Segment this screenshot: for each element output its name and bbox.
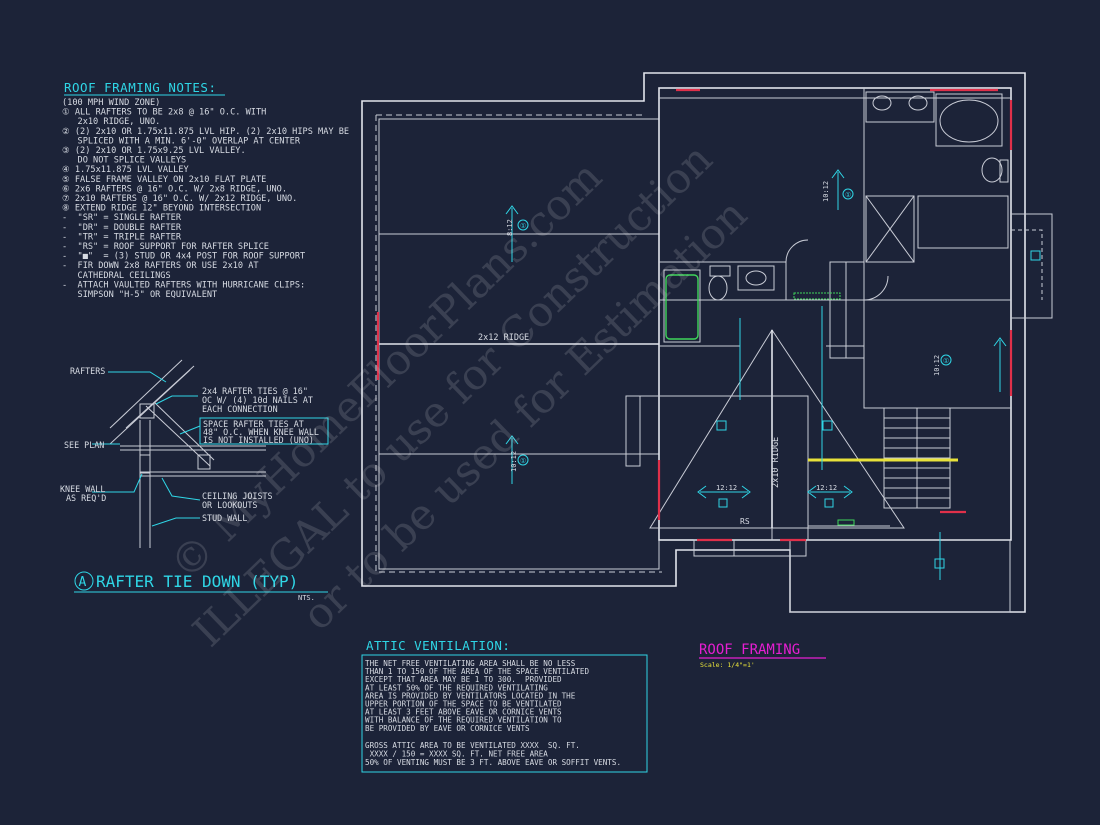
text-line: 50% OF VENTING MUST BE 3 FT. ABOVE EAVE … — [365, 758, 621, 767]
detail-nts: NTS. — [298, 594, 315, 602]
ridge-main-label: 2x12 RIDGE — [478, 333, 529, 343]
attic-lines: THE NET FREE VENTILATING AREA SHALL BE N… — [365, 659, 589, 733]
label-ceiling-1: CEILING JOISTS — [202, 491, 273, 501]
notes-lines: (100 MPH WIND ZONE)① ALL RAFTERS TO BE 2… — [62, 98, 349, 300]
text-line: AT LEAST 3 FEET ABOVE EAVE OR CORNICE VE… — [365, 708, 562, 717]
pitch-label-1: 8:12 — [506, 219, 514, 236]
text-line: ① ALL RAFTERS TO BE 2x8 @ 16" O.C. WITH — [62, 108, 266, 118]
pitch-label-5: 12:12 — [716, 484, 737, 492]
label-space-1: SPACE RAFTER TIES AT — [203, 419, 304, 429]
tag-2: ① — [520, 457, 526, 465]
roof-plan: ① ① ① ① 2x12 RIDGE 2x10 RIDGE RS 8:12 10… — [361, 72, 1053, 613]
text-line: - "TR" = TRIPLE RAFTER — [62, 232, 182, 242]
text-line: CATHEDRAL CEILINGS — [62, 271, 171, 281]
text-line: ⑥ 2x6 RAFTERS @ 16" O.C. W/ 2x8 RIDGE, U… — [62, 184, 287, 194]
roof-vents — [716, 250, 1041, 569]
notes-title: ROOF FRAMING NOTES: — [64, 80, 217, 95]
label-ties-2: OC W/ (4) 10d NAILS AT — [202, 395, 313, 405]
building-outline — [361, 72, 1026, 613]
label-space-3: IS NOT INSTALLED (UNO) — [203, 435, 314, 445]
pitch-label-2: 10:12 — [822, 181, 830, 202]
ridge-vert-label: 2x10 RIDGE — [771, 437, 781, 488]
house-body — [658, 87, 1012, 541]
label-see-plan: SEE PLAN — [64, 440, 104, 450]
text-line: ④ 1.75x11.875 LVL VALLEY — [62, 165, 190, 175]
text-line: THAN 1 TO 150 OF THE AREA OF THE SPACE V… — [365, 667, 589, 676]
text-line: GROSS ATTIC AREA TO BE VENTILATED XXXX S… — [365, 741, 580, 750]
text-line: - "DR" = DOUBLE RAFTER — [62, 223, 182, 233]
tag-4: ① — [943, 357, 949, 365]
attic-lines-gross: GROSS ATTIC AREA TO BE VENTILATED XXXX S… — [365, 741, 621, 767]
text-line: (100 MPH WIND ZONE) — [62, 98, 160, 108]
text-line: - "■" = (3) STUD OR 4x4 POST FOR ROOF SU… — [62, 252, 305, 262]
text-line: THE NET FREE VENTILATING AREA SHALL BE N… — [365, 659, 576, 668]
label-knee-1: KNEE WALL — [60, 484, 105, 494]
text-line: SIMPSON "H-5" OR EQUIVALENT — [62, 290, 217, 300]
label-ties-3: EACH CONNECTION — [202, 404, 278, 414]
tag-3: ① — [845, 191, 851, 199]
sheet-title: ROOF FRAMING — [699, 642, 800, 658]
sheet-scale: Scale: 1/4"=1' — [700, 661, 755, 669]
text-line: BE PROVIDED BY EAVE OR CORNICE VENTS — [365, 724, 530, 733]
text-line: - "RS" = ROOF SUPPORT FOR RAFTER SPLICE — [62, 242, 269, 252]
pitch-label-6: 12:12 — [816, 484, 837, 492]
text-line: EXCEPT THAT AREA MAY BE 1 TO 300. PROVID… — [365, 675, 562, 684]
text-line: ⑦ 2x10 RAFTERS @ 16" O.C. W/ 2x12 RIDGE,… — [62, 194, 297, 204]
detail-title: RAFTER TIE DOWN (TYP) — [96, 572, 298, 591]
text-line: ② (2) 2x10 OR 1.75x11.875 LVL HIP. (2) 2… — [62, 127, 349, 137]
rs-label: RS — [740, 517, 750, 526]
roof-framing-notes: ROOF FRAMING NOTES: (100 MPH WIND ZONE)①… — [62, 80, 349, 300]
text-line: WITH BALANCE OF THE REQUIRED VENTILATION… — [365, 716, 562, 725]
text-line: ⑤ FALSE FRAME VALLEY ON 2x10 FLAT PLATE — [62, 175, 266, 185]
text-line: ③ (2) 2x10 OR 1.75x9.25 LVL VALLEY. — [62, 146, 246, 156]
sheet-title-block: ROOF FRAMING Scale: 1/4"=1' — [699, 642, 826, 669]
label-stud: STUD WALL — [202, 513, 247, 523]
label-ties-1: 2x4 RAFTER TIES @ 16" — [202, 386, 308, 396]
pitch-label-4: 10:12 — [510, 451, 518, 472]
text-line: SPLICED WITH A MIN. 6'-0" OVERLAP AT CEN… — [62, 136, 301, 146]
detail-marker-letter: A — [79, 575, 87, 590]
attic-title: ATTIC VENTILATION: — [366, 638, 510, 653]
text-line: AT LEAST 50% OF THE REQUIRED VENTILATING — [365, 683, 548, 692]
gable-triangle — [649, 329, 905, 529]
rafter-tag-markers — [517, 188, 952, 466]
text-line: UPPER PORTION OF THE SPACE TO BE VENTILA… — [365, 700, 562, 709]
label-rafters: RAFTERS — [70, 366, 105, 376]
text-line: AREA IS PROVIDED BY VENTILATORS LOCATED … — [365, 691, 576, 700]
label-knee-2: AS REQ'D — [66, 493, 106, 503]
text-line: - ATTACH VAULTED RAFTERS WITH HURRICANE … — [62, 280, 305, 290]
detail-marker-circle — [74, 571, 94, 591]
rafter-tie-detail: RAFTERS 2x4 RAFTER TIES @ 16" OC W/ (4) … — [60, 359, 329, 602]
tag-1: ① — [520, 222, 526, 230]
text-line: ⑧ EXTEND RIDGE 12" BEYOND INTERSECTION — [62, 204, 261, 214]
label-ceiling-2: OR LOOKOUTS — [202, 500, 257, 510]
attic-ventilation: ATTIC VENTILATION: THE NET FREE VENTILAT… — [361, 638, 648, 773]
text-line: 2x10 RIDGE, UNO. — [62, 117, 160, 127]
label-space-2: 48" O.C. WHEN KNEE WALL — [203, 427, 319, 437]
text-line: XXXX / 150 = XXXX SQ. FT. NET FREE AREA — [365, 750, 548, 759]
text-line: - "SR" = SINGLE RAFTER — [62, 213, 182, 223]
pitch-label-3: 10:12 — [933, 355, 941, 376]
text-line: - FIR DOWN 2x8 RAFTERS OR USE 2x10 AT — [62, 261, 259, 271]
text-line: DO NOT SPLICE VALLEYS — [62, 156, 186, 166]
